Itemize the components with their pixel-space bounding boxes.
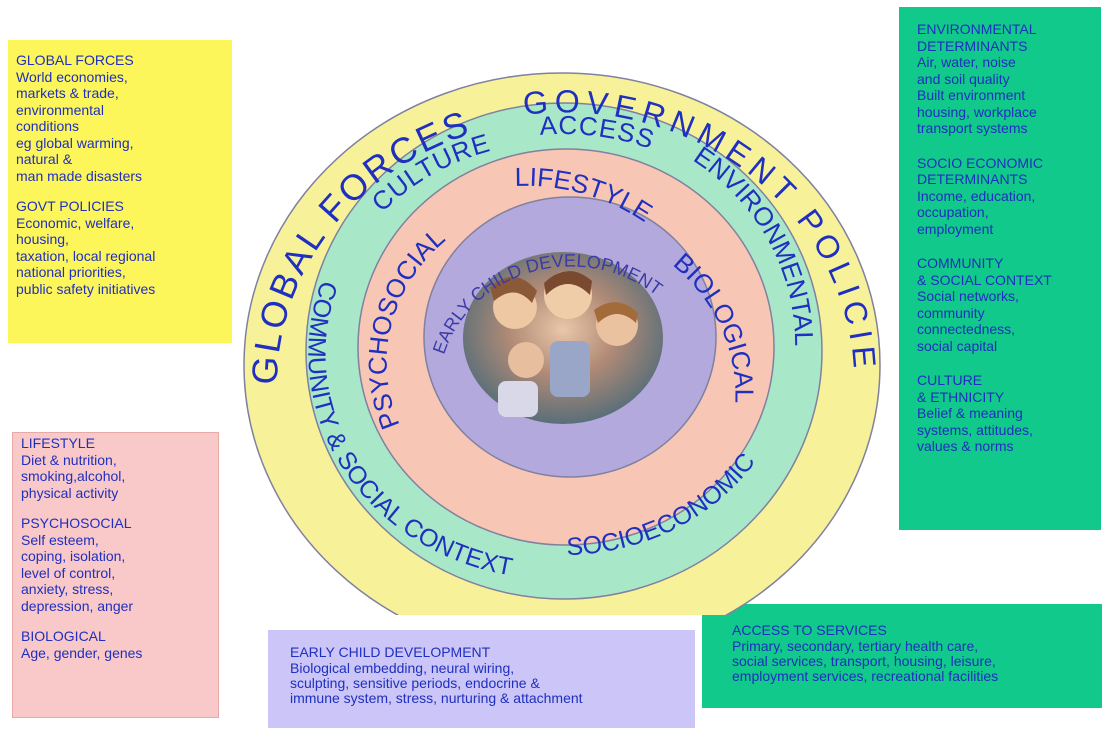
culture-group: CULTURE & ETHNICITY Belief & meaning sys…: [917, 372, 1093, 455]
socio-economic-body: Income, education, occupation, employmen…: [917, 187, 1036, 237]
govt-policies-body: Economic, welfare, housing, taxation, lo…: [16, 214, 156, 297]
global-forces-group: GLOBAL FORCES World economies, markets &…: [16, 52, 224, 184]
early-child-development-box: EARLY CHILD DEVELOPMENT Biological embed…: [268, 630, 695, 728]
family-photo: [463, 252, 663, 424]
lifestyle-group: LIFESTYLE Diet & nutrition, smoking,alco…: [21, 435, 210, 501]
access-title: ACCESS TO SERVICES: [732, 622, 887, 638]
concentric-rings-diagram: GLOBAL FORCES GOVERNMENT POLICIES CULTUR…: [232, 55, 881, 615]
lifestyle-body: Diet & nutrition, smoking,alcohol, physi…: [21, 451, 126, 501]
access-body: Primary, secondary, tertiary health care…: [732, 637, 999, 684]
determinants-box: ENVIRONMENTAL DETERMINANTS Air, water, n…: [899, 7, 1101, 530]
lifestyle-box: LIFESTYLE Diet & nutrition, smoking,alco…: [12, 432, 219, 718]
community-body: Social networks, community connectedness…: [917, 288, 1019, 354]
community-title: COMMUNITY & SOCIAL CONTEXT: [917, 255, 1052, 288]
environmental-group: ENVIRONMENTAL DETERMINANTS Air, water, n…: [917, 21, 1093, 137]
global-forces-box: GLOBAL FORCES World economies, markets &…: [8, 40, 232, 343]
biological-group: BIOLOGICAL Age, gender, genes: [21, 628, 210, 661]
ecd-body: Biological embedding, neural wiring, scu…: [290, 659, 583, 706]
culture-body: Belief & meaning systems, attitudes, val…: [917, 405, 1033, 454]
ecd-title: EARLY CHILD DEVELOPMENT: [290, 644, 491, 660]
access-to-services-box: ACCESS TO SERVICES Primary, secondary, t…: [702, 604, 1102, 708]
psychosocial-body: Self esteem, coping, isolation, level of…: [21, 531, 134, 614]
socio-economic-group: SOCIO ECONOMIC DETERMINANTS Income, educ…: [917, 155, 1093, 238]
environmental-body: Air, water, noise and soil quality Built…: [917, 54, 1037, 136]
govt-policies-title: GOVT POLICIES: [16, 198, 124, 214]
lifestyle-title: LIFESTYLE: [21, 435, 95, 451]
socio-economic-title: SOCIO ECONOMIC DETERMINANTS: [917, 154, 1044, 188]
psychosocial-group: PSYCHOSOCIAL Self esteem, coping, isolat…: [21, 515, 210, 614]
biological-body: Age, gender, genes: [21, 644, 143, 661]
biological-title: BIOLOGICAL: [21, 628, 106, 644]
culture-title: CULTURE & ETHNICITY: [917, 372, 1005, 405]
community-group: COMMUNITY & SOCIAL CONTEXT Social networ…: [917, 255, 1093, 354]
global-forces-title: GLOBAL FORCES: [16, 52, 134, 68]
psychosocial-title: PSYCHOSOCIAL: [21, 515, 132, 531]
environmental-title: ENVIRONMENTAL DETERMINANTS: [917, 21, 1037, 54]
govt-policies-group: GOVT POLICIES Economic, welfare, housing…: [16, 198, 224, 297]
global-forces-body: World economies, markets & trade, enviro…: [16, 68, 143, 184]
